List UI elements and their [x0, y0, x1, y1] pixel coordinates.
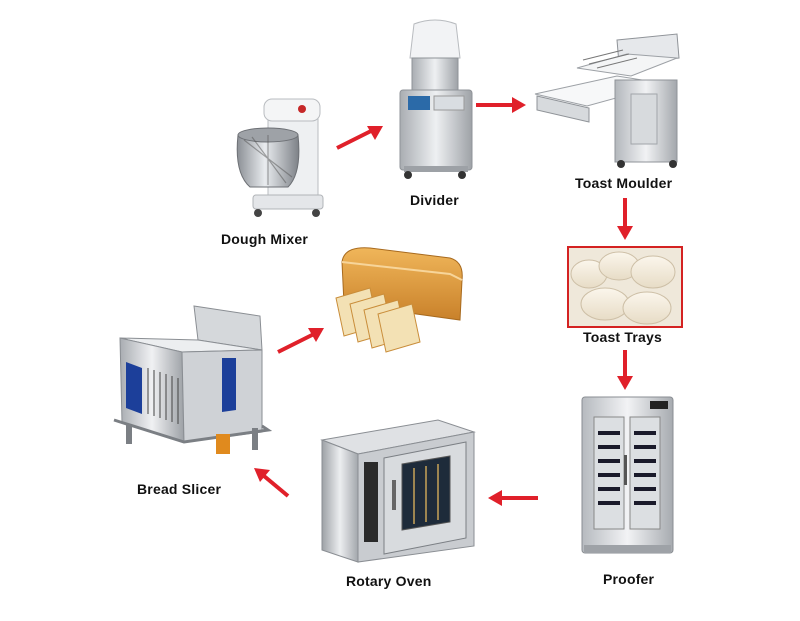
divider-image: [390, 18, 480, 180]
arrow-moulder-to-trays: [617, 198, 633, 240]
step-label-toast-trays: Toast Trays: [583, 329, 662, 345]
dough-mixer-image: [228, 95, 328, 220]
arrow-proofer-to-oven: [488, 490, 538, 506]
proofer-image: [580, 395, 675, 560]
step-label-toast-moulder: Toast Moulder: [575, 175, 673, 191]
sliced-toast-image: [330, 240, 470, 355]
arrow-oven-to-slicer: [254, 468, 290, 498]
step-label-rotary-oven: Rotary Oven: [346, 573, 432, 589]
arrow-trays-to-proofer: [617, 350, 633, 390]
bread-slicer-image: [112, 302, 272, 472]
step-label-dough-mixer: Dough Mixer: [221, 231, 308, 247]
toast-moulder-image: [527, 30, 687, 170]
arrow-mixer-to-divider: [336, 126, 383, 150]
step-label-divider: Divider: [410, 192, 459, 208]
arrow-slicer-to-toast: [277, 328, 324, 354]
step-label-bread-slicer: Bread Slicer: [137, 481, 222, 497]
step-label-proofer: Proofer: [603, 571, 655, 587]
arrow-divider-to-moulder: [476, 97, 526, 113]
toast-trays-image: [567, 246, 683, 328]
rotary-oven-image: [318, 418, 478, 564]
